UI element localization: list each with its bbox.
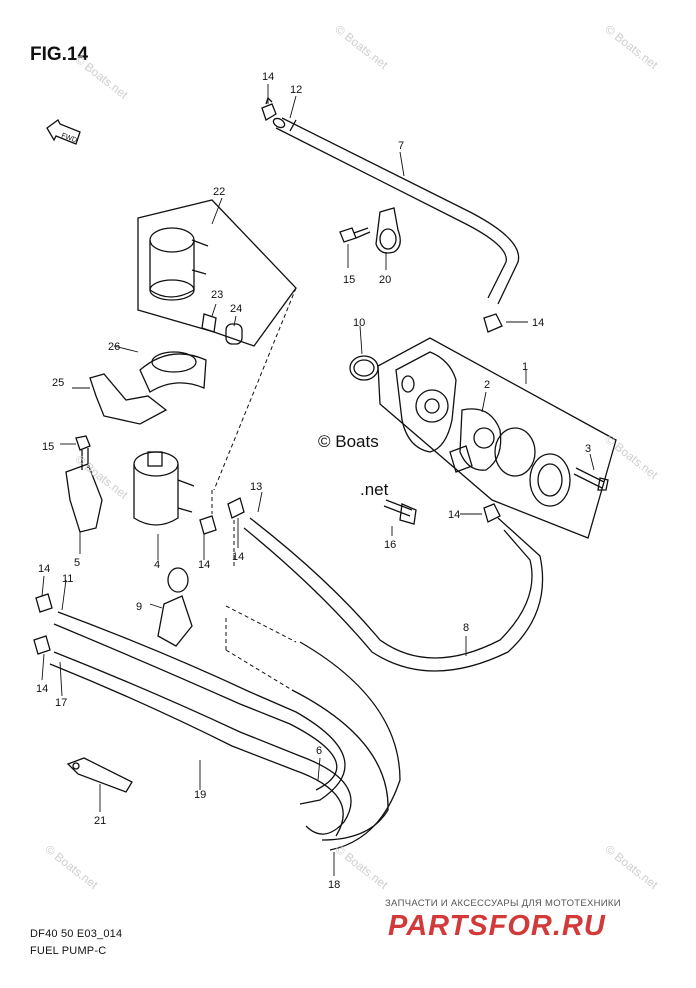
figure-title: FIG.14 — [30, 44, 89, 65]
clamp-14-a — [199, 515, 217, 535]
part-label-20: 20 — [379, 274, 391, 286]
part-label-6: 6 — [316, 745, 322, 757]
part-label-14: 14 — [448, 509, 460, 521]
part-label-19: 19 — [194, 789, 206, 801]
part-label-4: 4 — [154, 559, 160, 571]
part-label-15: 15 — [42, 441, 54, 453]
part-label-5: 5 — [74, 557, 80, 569]
copyright-mark: © Boats — [318, 432, 379, 451]
part-label-11: 11 — [62, 573, 73, 585]
strap-21 — [66, 757, 133, 793]
hose-7 — [272, 117, 520, 305]
part-label-10: 10 — [353, 317, 365, 329]
part-label-14: 14 — [36, 683, 48, 695]
bracket-25 — [89, 373, 168, 425]
part-label-26: 26 — [108, 341, 120, 353]
hose-11-6 — [53, 611, 346, 805]
part-label-15: 15 — [343, 274, 355, 286]
hose-17-19-18 — [49, 651, 352, 837]
clamp-14-d — [33, 635, 51, 655]
bolt-15-top — [339, 227, 371, 243]
clamp-14-b — [227, 497, 245, 519]
hose-8 — [243, 517, 544, 672]
figure-name: FUEL PUMP-C — [30, 945, 107, 957]
bracket-5 — [65, 463, 103, 533]
bracket-26 — [139, 351, 207, 393]
part-label-3: 3 — [585, 443, 591, 455]
o-ring-10 — [349, 355, 379, 381]
part-label-14: 14 — [262, 71, 274, 83]
part-label-21: 21 — [94, 815, 106, 827]
bolt-16 — [383, 499, 417, 525]
part-label-16: 16 — [384, 539, 396, 551]
figure-code: DF40 50 E03_014 — [30, 928, 123, 940]
part-label-2: 2 — [484, 379, 490, 391]
part-label-17: 17 — [55, 697, 67, 709]
fuel-pump-1 — [377, 337, 617, 539]
clamp-14-mid — [483, 503, 501, 523]
copyright-mark-2: .net — [360, 480, 389, 499]
part-label-8: 8 — [463, 622, 469, 634]
filter-4 — [133, 451, 195, 526]
part-label-25: 25 — [52, 377, 64, 389]
part-label-12: 12 — [290, 84, 302, 96]
fuel-filter-22 — [137, 199, 297, 347]
part-label-7: 7 — [398, 140, 404, 152]
promo-tagline: ЗАПЧАСТИ И АКСЕССУАРЫ ДЛЯ МОТОТЕХНИКИ — [385, 898, 621, 909]
clamp-14-c — [35, 593, 53, 613]
part-label-24: 24 — [230, 303, 242, 315]
part-label-18: 18 — [328, 879, 340, 891]
part-label-22: 22 — [213, 186, 225, 198]
part-label-23: 23 — [211, 289, 223, 301]
clamp-14-right — [483, 313, 503, 333]
screw-3 — [573, 467, 609, 491]
hose-outer-return — [291, 641, 401, 851]
part-label-14: 14 — [232, 551, 244, 563]
part-label-9: 9 — [136, 601, 142, 613]
part-label-14: 14 — [198, 559, 210, 571]
fwd-arrow-icon: FWD — [46, 119, 81, 145]
promo-brand-logo: PARTSFOR.RU — [388, 910, 606, 942]
part-label-14: 14 — [38, 563, 50, 575]
clip-9 — [157, 567, 193, 647]
part-label-1: 1 — [522, 361, 528, 373]
bracket-20 — [375, 207, 401, 254]
clamp-14-top — [261, 96, 277, 121]
part-label-13: 13 — [250, 481, 262, 493]
part-label-14: 14 — [532, 317, 544, 329]
